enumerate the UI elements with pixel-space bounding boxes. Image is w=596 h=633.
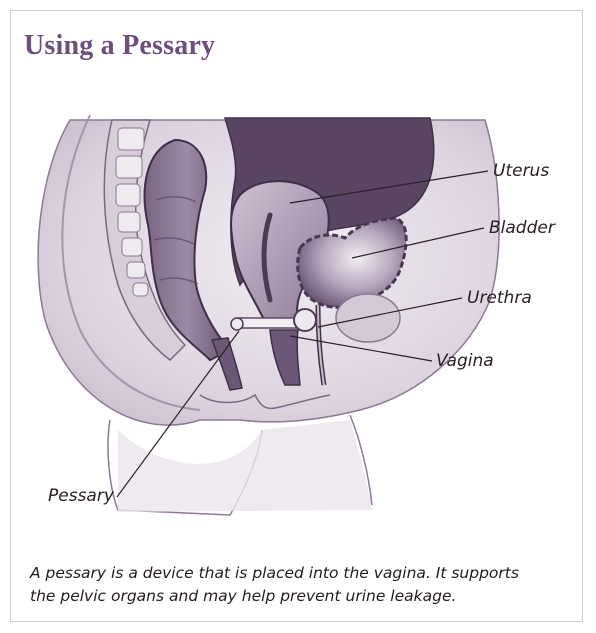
caption-line: the pelvic organs and may help prevent u…: [30, 585, 578, 608]
label-pessary: Pessary: [48, 486, 114, 506]
pubic-bone: [336, 294, 400, 342]
label-bladder: Bladder: [489, 218, 555, 238]
label-vagina: Vagina: [436, 351, 494, 371]
label-uterus: Uterus: [493, 161, 549, 181]
label-urethra: Urethra: [467, 288, 532, 308]
figure-caption: A pessary is a device that is placed int…: [30, 562, 578, 608]
caption-line: A pessary is a device that is placed int…: [30, 562, 578, 585]
